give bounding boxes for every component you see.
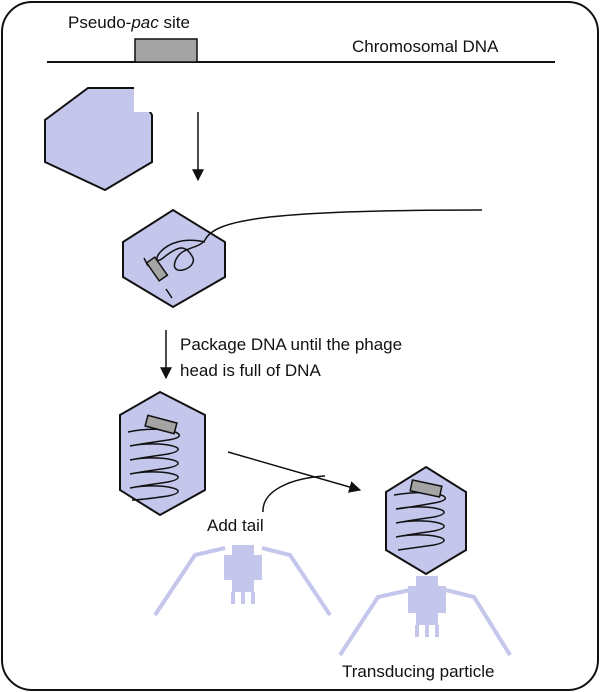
pseudo-pac-site-label: Pseudo-pac site [68, 13, 190, 32]
free-phage-tail [153, 545, 332, 617]
package-dna-label-line1: Package DNA until the phage [180, 335, 402, 354]
arrow-combine [227, 451, 362, 493]
add-tail-label: Add tail [207, 516, 264, 535]
tail-join-curve [262, 475, 326, 513]
packaging-phage-head [122, 208, 483, 309]
transducing-particle-label: Transducing particle [342, 662, 494, 681]
chromosomal-dna-label: Chromosomal DNA [352, 37, 499, 56]
pseudo-pac-site-box [134, 38, 198, 63]
transducing-particle [338, 465, 512, 657]
full-phage-head [119, 390, 206, 517]
package-dna-label-line2: head is full of DNA [180, 361, 321, 380]
